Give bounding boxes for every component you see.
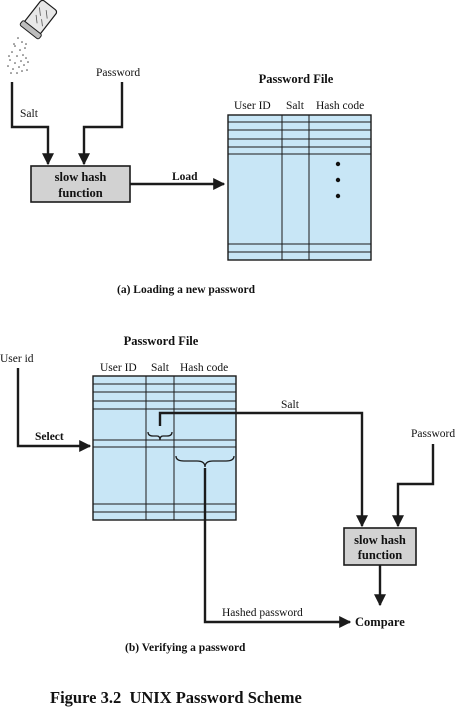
hash-code-brace [175, 455, 235, 468]
salt-label-a: Salt [20, 108, 39, 120]
col-hash-code-b: Hash code [180, 362, 228, 374]
salt-arrow-a [10, 82, 54, 166]
salt-shaker-icon [7, 0, 58, 74]
slow-hash-function-box-b [343, 527, 417, 566]
col-user-id-b: User ID [100, 362, 137, 374]
col-user-id-a: User ID [234, 100, 271, 112]
password-label-b: Password [411, 428, 455, 440]
password-arrow-a [78, 82, 124, 166]
salt-arrow-b [158, 411, 368, 528]
password-file-title-a: Password File [259, 72, 334, 86]
salt-label-b: Salt [281, 399, 300, 411]
hash-box-line2-a: function [58, 186, 103, 200]
caption-a: (a) Loading a new password [117, 284, 256, 296]
select-label: Select [35, 431, 64, 443]
user-id-label: User id [0, 353, 34, 365]
hash-box-line1-a: slow hash [55, 170, 107, 184]
load-label: Load [172, 171, 198, 183]
hashed-password-label: Hashed password [222, 607, 303, 619]
hashed-password-arrow [203, 468, 352, 628]
password-file-title-b: Password File [124, 334, 199, 348]
password-label-a: Password [96, 67, 140, 79]
figure-caption: Figure 3.2 UNIX Password Scheme [50, 688, 302, 707]
slow-hash-function-box-a [30, 165, 131, 203]
caption-b: (b) Verifying a password [125, 642, 246, 654]
password-file-table-a [227, 114, 372, 261]
col-salt-a: Salt [286, 100, 305, 112]
password-arrow-b [392, 444, 435, 528]
col-salt-b: Salt [151, 362, 170, 374]
col-hash-code-a: Hash code [316, 100, 364, 112]
salt-brace [147, 431, 173, 441]
hash-box-line1-b: slow hash [354, 533, 406, 547]
select-arrow [16, 368, 92, 452]
password-file-table-b [92, 375, 237, 521]
compare-label: Compare [355, 615, 405, 629]
hash-box-line2-b: function [358, 548, 403, 562]
